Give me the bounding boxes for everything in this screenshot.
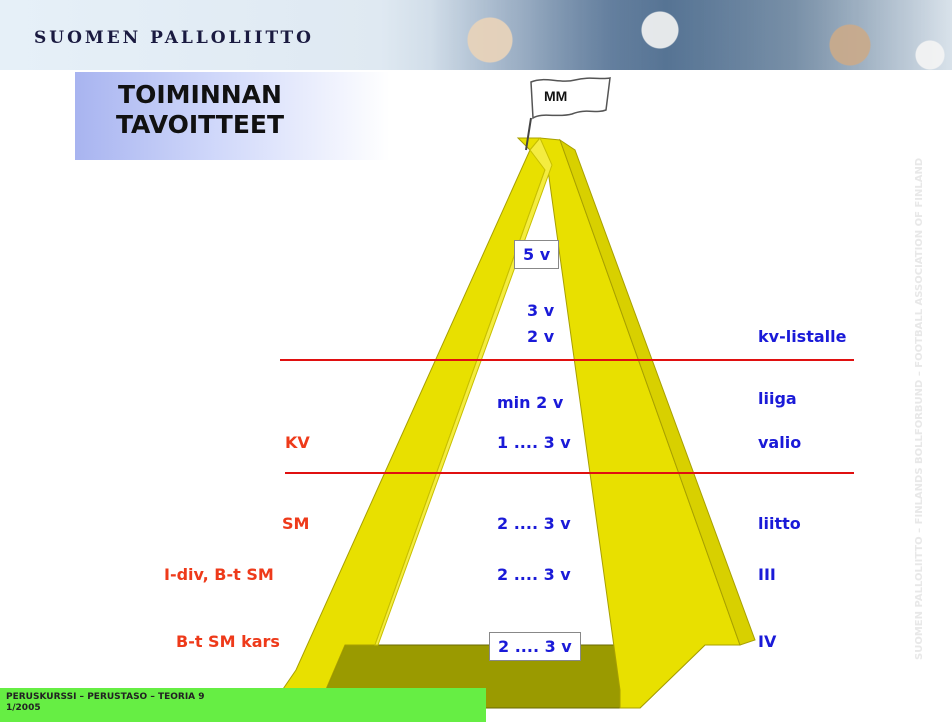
- value-3v: 3 v: [527, 301, 555, 320]
- footer-text: PERUSKURSSI – PERUSTASO – TEORIA 9 1/200…: [6, 692, 205, 714]
- flag-icon: [530, 77, 611, 120]
- value-2-3v-b: 2 .... 3 v: [497, 565, 571, 584]
- value-5v: 5 v: [514, 240, 560, 269]
- value-min-2v: min 2 v: [497, 393, 564, 412]
- footer-line-1: PERUSKURSSI – PERUSTASO – TEORIA 9: [6, 692, 205, 702]
- value-2-3v-c: 2 .... 3 v: [489, 632, 581, 661]
- label-bt-sm-kars: B-t SM kars: [176, 632, 280, 651]
- label-iii: III: [758, 565, 776, 584]
- pyramid-left-leg: [269, 137, 551, 709]
- label-kv: KV: [285, 433, 310, 452]
- footer-line-2: 1/2005: [6, 703, 41, 713]
- value-1-3v: 1 .... 3 v: [497, 433, 571, 452]
- label-iv: IV: [758, 632, 777, 651]
- label-liitto: liitto: [758, 514, 801, 533]
- header-photo: [430, 0, 952, 70]
- flag-label: MM: [544, 88, 568, 104]
- title-line-1: TOIMINNAN: [118, 80, 282, 109]
- pyramid-right-side: [559, 138, 756, 646]
- label-valio: valio: [758, 433, 802, 452]
- pyramid-left-inner: [374, 137, 553, 646]
- page-title: TOIMINNAN TAVOITTEET: [100, 80, 300, 140]
- flag-pole: [525, 117, 532, 151]
- header-banner: SUOMEN PALLOLIITTO: [0, 0, 952, 70]
- brand-logo: SUOMEN PALLOLIITTO: [34, 28, 314, 48]
- footer-bar: PERUSKURSSI – PERUSTASO – TEORIA 9 1/200…: [0, 688, 486, 722]
- label-kv-listalle: kv-listalle: [758, 327, 847, 346]
- label-idiv: I-div, B-t SM: [164, 565, 274, 584]
- title-line-2: TAVOITTEET: [115, 110, 285, 139]
- pyramid-right-leg: [529, 137, 741, 709]
- value-2v-row: 2 v: [527, 327, 555, 346]
- title-box: [75, 72, 390, 160]
- label-sm: SM: [282, 514, 310, 533]
- value-2-3v-a: 2 .... 3 v: [497, 514, 571, 533]
- label-liiga: liiga: [758, 389, 797, 408]
